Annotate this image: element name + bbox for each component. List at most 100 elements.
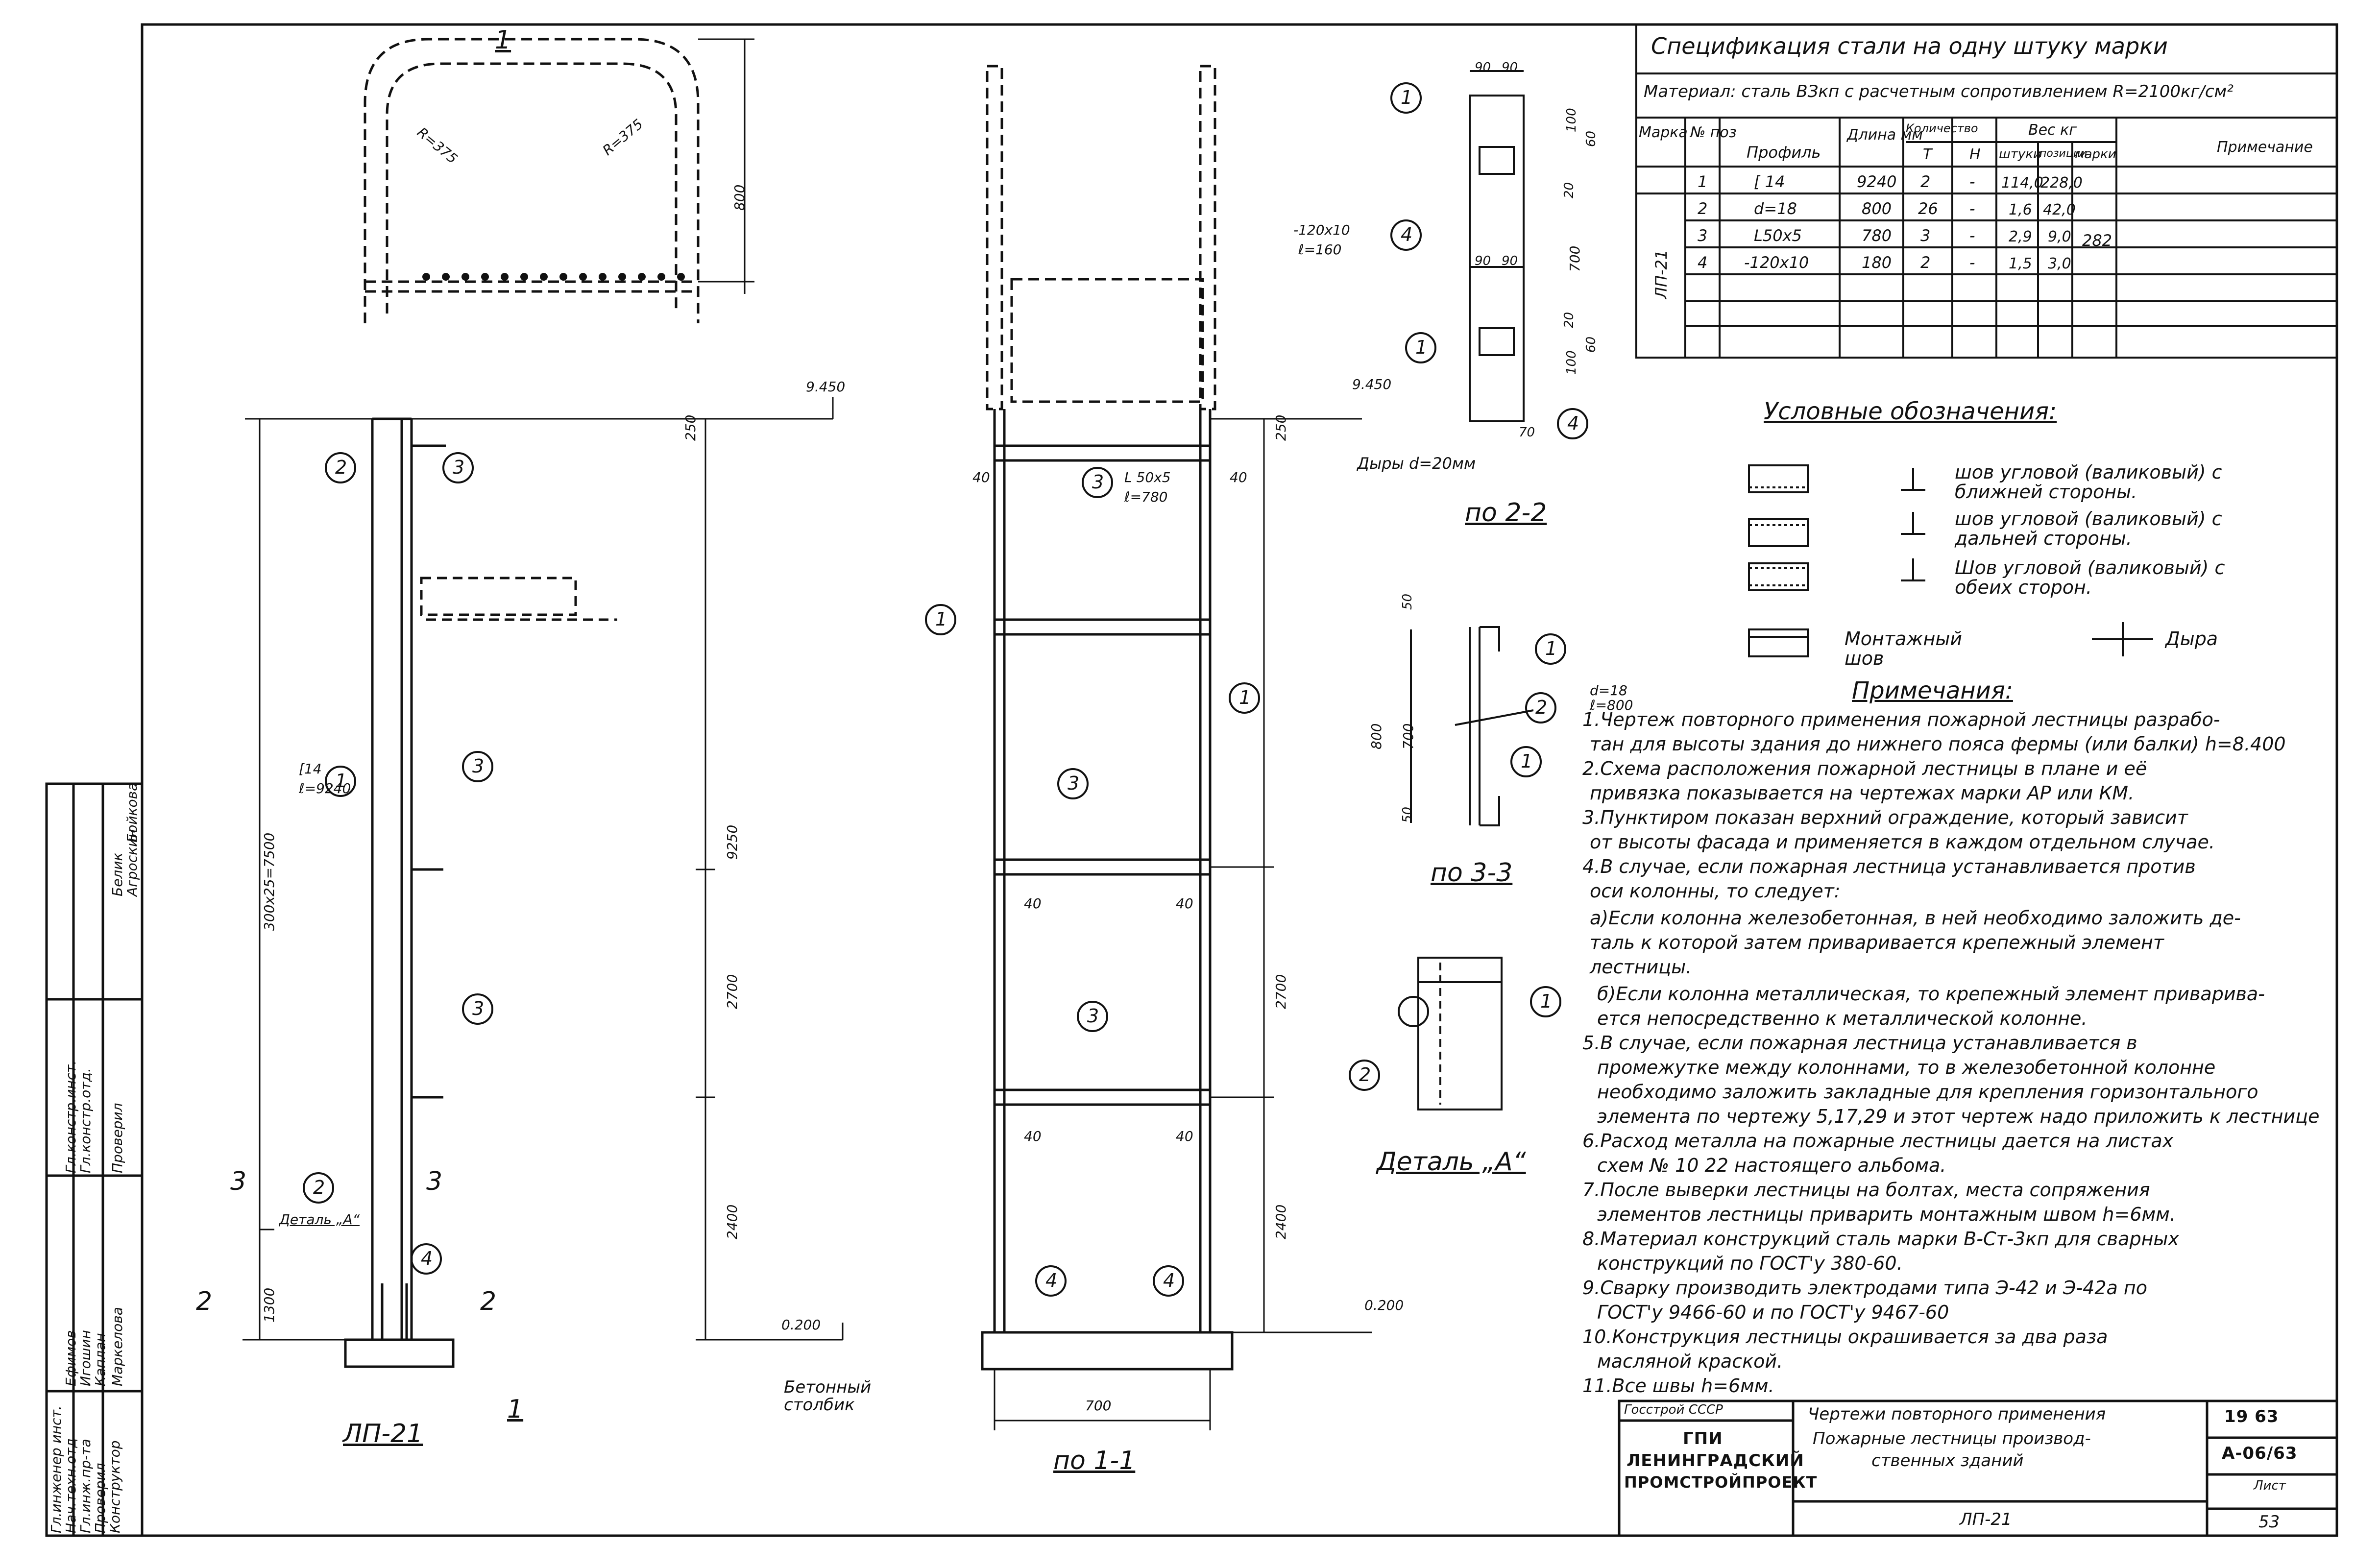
legend-item-both: Шов угловой (валиковый) с обеих сторон. <box>1955 557 2225 598</box>
dim-90-d: 90 <box>1502 254 1518 268</box>
legend-symbols <box>1748 464 2153 657</box>
dim-60-b: 60 <box>1584 336 1599 353</box>
rung-length: ℓ=800 <box>1590 697 1633 713</box>
note-line: 6.Расход металла на пожарные лестницы да… <box>1582 1130 2174 1152</box>
main-view-label: ЛП-21 <box>343 1419 423 1448</box>
callout-3: 3 <box>1087 1005 1099 1027</box>
dim-2400: 2400 <box>724 1204 740 1239</box>
callout-3: 3 <box>453 457 465 478</box>
note-line: таль к которой затем приваривается крепе… <box>1590 932 2164 953</box>
tb-org-1: ГПИ <box>1683 1429 1723 1448</box>
spec-title: Спецификация стали на одну штуку марки <box>1651 33 2168 59</box>
tb-org-2: ЛЕНИНГРАДСКИЙ <box>1627 1451 1804 1471</box>
spec-row-3-profile: L50x5 <box>1754 226 1802 245</box>
spec-row-2-w-total: 42,0 <box>2043 201 2076 218</box>
spec-row-1-profile: [ 14 <box>1754 172 1785 191</box>
callout-3: 3 <box>1092 471 1104 493</box>
spec-row-3-qty-n: - <box>1969 226 1975 245</box>
section-33-geometry <box>1410 626 1534 826</box>
note-line: 8.Материал конструкций сталь марки В-Ст-… <box>1582 1228 2179 1250</box>
dim-total-height: 9250 <box>724 824 740 860</box>
note-line: б)Если колонна металлическая, то крепежн… <box>1597 983 2265 1005</box>
dim-2400-11: 2400 <box>1273 1204 1289 1239</box>
side-name2-3: Бойкова <box>124 782 140 843</box>
spec-header-w-piece: штуки <box>1999 147 2041 162</box>
spec-row-4-w-piece: 1,5 <box>2009 255 2032 272</box>
dim-40-b: 40 <box>1230 469 1247 485</box>
section-11-dimensions <box>994 418 1372 1430</box>
legend-title: Условные обозначения: <box>1764 398 2057 425</box>
plate-label: -120x10 <box>1293 222 1350 238</box>
dim-el-top: 9.450 <box>806 379 846 395</box>
tb-title-1: Чертежи повторного применения <box>1808 1404 2106 1424</box>
section-33-label: по 3-3 <box>1431 858 1513 888</box>
side-name-1: Ефимов <box>63 1330 79 1386</box>
spec-row-3-w-total: 9,0 <box>2048 228 2071 245</box>
side-role2-2: Гл.констр.отд. <box>77 1068 94 1173</box>
tb-mark: ЛП-21 <box>1960 1510 2012 1529</box>
legend-hole: Дыра <box>2165 628 2218 650</box>
dim-250: 250 <box>682 414 699 441</box>
spec-row-2-qty-n: - <box>1969 199 1975 218</box>
legend-mount-weld: Монтажный шов <box>1845 628 1963 669</box>
spec-row-1-qty-n: - <box>1969 172 1975 191</box>
note-line: элементов лестницы приварить монтажным ш… <box>1597 1204 2176 1225</box>
callout-3: 3 <box>472 998 485 1019</box>
section-11-geometry <box>981 65 1234 1371</box>
spec-header-qty-n: Н <box>1969 146 1981 163</box>
dim-90-a: 90 <box>1475 60 1491 75</box>
spec-row-2-qty-t: 26 <box>1918 199 1938 218</box>
spec-row-3-w-piece: 2,9 <box>2009 228 2032 245</box>
tb-year: 19 63 <box>2224 1407 2279 1426</box>
dim-20-b: 20 <box>1562 312 1577 328</box>
dim-el-top-11: 9.450 <box>1352 376 1392 392</box>
note-line: 4.В случае, если пожарная лестница устан… <box>1582 856 2196 877</box>
sheet-frame <box>141 23 2338 1537</box>
note-line: конструкций по ГОСТ'у 380-60. <box>1597 1253 1903 1274</box>
section-mark-2-right: 2 <box>480 1287 497 1316</box>
callout-2: 2 <box>1535 697 1548 718</box>
spec-table-grid <box>1635 24 2338 359</box>
spec-mark-value: ЛП-21 <box>1652 249 1671 299</box>
dim-40-f: 40 <box>1176 1128 1193 1144</box>
callout-circles <box>303 82 1588 1297</box>
note-line: ется непосредственно к металлической кол… <box>1597 1008 2088 1029</box>
legend-item-near: шов угловой (валиковый) с ближней сторон… <box>1955 461 2222 503</box>
dim-90-b: 90 <box>1502 60 1518 75</box>
spec-row-3-length: 780 <box>1862 226 1892 245</box>
spec-row-2-w-piece: 1,6 <box>2009 201 2032 218</box>
note-line: тан для высоты здания до нижнего пояса ф… <box>1590 733 2286 755</box>
spec-header-w-mark: марки <box>2075 147 2116 162</box>
spec-header-qty: Количество <box>1906 121 1978 135</box>
spec-header-profile: Профиль <box>1747 143 1821 162</box>
callout-4: 4 <box>1401 224 1413 245</box>
channel-length: ℓ=9240 <box>299 780 351 796</box>
note-line: 2.Схема расположения пожарной лестницы в… <box>1582 758 2147 779</box>
spec-header-weight: Вес кг <box>2028 121 2077 139</box>
side-stamp-frame <box>45 782 144 1537</box>
callout-2: 2 <box>335 457 347 478</box>
detail-a-ref: Деталь „А“ <box>279 1211 360 1228</box>
dim-1300: 1300 <box>261 1287 277 1323</box>
note-line: 1.Чертеж повторного применения пожарной … <box>1582 709 2220 730</box>
tb-album: А-06/63 <box>2222 1444 2298 1463</box>
note-line: необходимо заложить закладные для крепле… <box>1597 1081 2258 1103</box>
spec-header-qty-t: Т <box>1923 146 1932 163</box>
section-22-geometry <box>1469 70 1525 422</box>
side-role-1: Гл.инженер инст. <box>48 1405 64 1533</box>
callout-2: 2 <box>313 1177 325 1198</box>
side-name-3: Каплан <box>92 1333 108 1386</box>
spec-header-mark: Марка <box>1639 124 1688 141</box>
callout-1: 1 <box>335 770 347 792</box>
spec-row-2-pos: 2 <box>1698 199 1708 218</box>
dim-40-c: 40 <box>1024 895 1042 912</box>
callout-1: 1 <box>1545 638 1557 659</box>
dim-100-a: 100 <box>1564 108 1579 132</box>
spec-row-2-profile: d=18 <box>1754 199 1797 218</box>
note-line: 11.Все швы h=6мм. <box>1582 1375 1774 1397</box>
angle-length: ℓ=780 <box>1124 489 1168 505</box>
dim-40-a: 40 <box>972 469 990 485</box>
note-line: привязка показывается на чертежах марки … <box>1590 782 2135 804</box>
note-line: 3.Пунктиром показан верхний ограждение, … <box>1582 807 2188 828</box>
note-line: схем № 10 22 настоящего альбома. <box>1597 1155 1946 1176</box>
